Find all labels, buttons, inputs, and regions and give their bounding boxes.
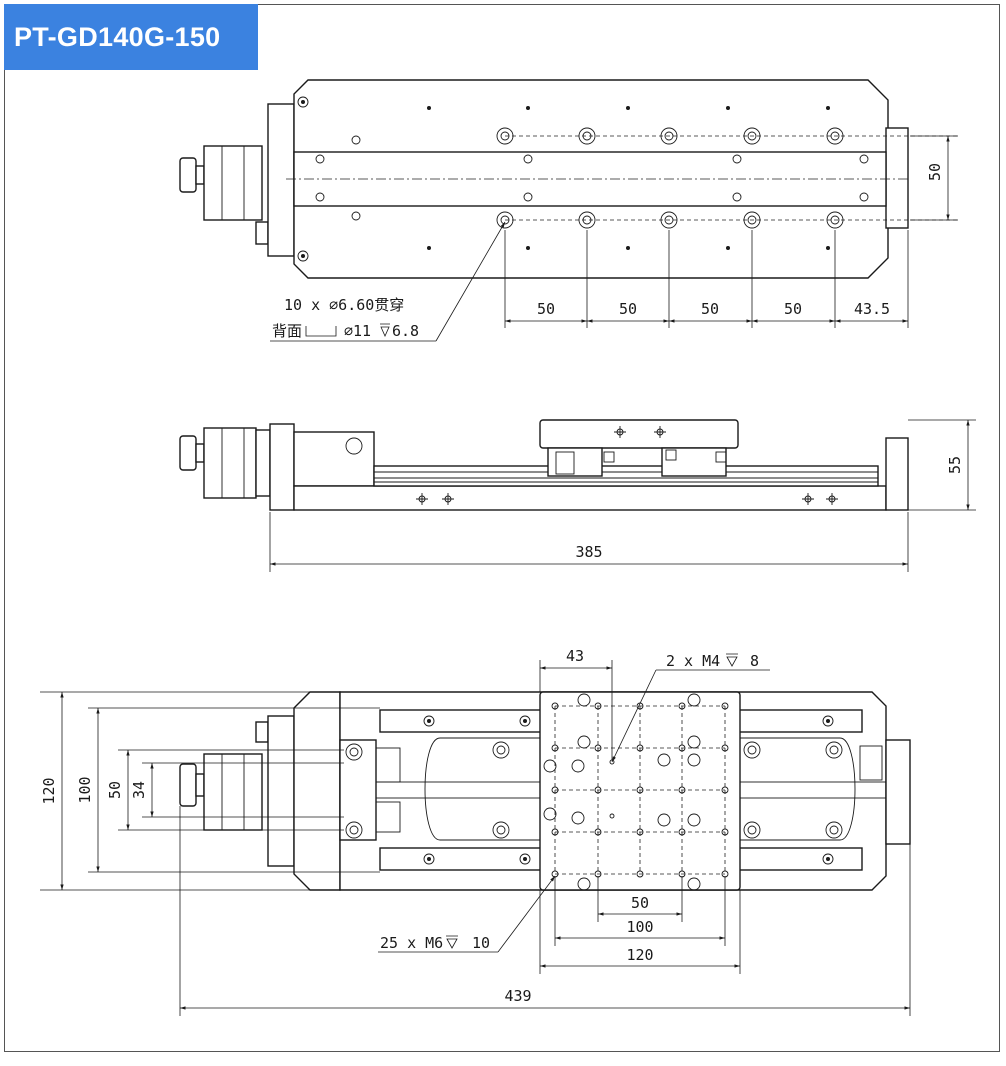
- top-vertical-dim: 50: [910, 135, 958, 221]
- note-m6-depth: 10: [472, 934, 490, 952]
- side-crosses: [416, 426, 838, 505]
- bottom-view: 43 2 x M4 8 25 x M6 10 50 100 120 439: [40, 647, 911, 1016]
- mount-holes: [496, 127, 844, 229]
- dim-bottom-50: 50: [631, 894, 649, 912]
- dim-bottom-length: 439: [504, 987, 531, 1005]
- note-m4-depth: 8: [750, 652, 759, 670]
- hole-note: 10 x ∅6.60贯穿 背面 ∅11 6.8: [270, 221, 506, 342]
- dim-side-height: 55: [946, 456, 964, 474]
- note-m4: 2 x M4: [666, 652, 720, 670]
- dim-top-3: 50: [701, 300, 719, 318]
- dim-top-4: 50: [784, 300, 802, 318]
- hole-note-line2b: ∅11: [344, 322, 371, 340]
- hole-note-line1: 10 x ∅6.60贯穿: [284, 296, 404, 314]
- dim-top-side: 50: [926, 163, 944, 181]
- note-m6: 25 x M6: [380, 934, 443, 952]
- carriage-holes: [543, 693, 729, 891]
- dim-top-1: 50: [537, 300, 555, 318]
- title-badge: PT-GD140G-150: [4, 4, 258, 70]
- hole-note-line2c: 6.8: [392, 322, 419, 340]
- vdim-34: 34: [130, 781, 148, 799]
- dim-top-2: 50: [619, 300, 637, 318]
- top-horizontal-dims: 50 50 50 50 43.5: [504, 230, 909, 328]
- dim-top-5: 43.5: [854, 300, 890, 318]
- side-view: 55 385: [179, 419, 976, 572]
- drawing-frame: [4, 4, 1000, 1052]
- dim-side-length: 385: [575, 543, 602, 561]
- title-text: PT-GD140G-150: [14, 21, 221, 52]
- small-screws: [297, 96, 869, 262]
- vdim-50: 50: [106, 781, 124, 799]
- top-view: 50 50 50 50 43.5 50 10 x ∅6.60贯穿 背面 ∅11 …: [179, 79, 958, 342]
- hole-note-line2a: 背面: [272, 322, 302, 340]
- dim-bottom-100: 100: [626, 918, 653, 936]
- dim-bottom-43: 43: [566, 647, 584, 665]
- vdim-100: 100: [76, 776, 94, 803]
- dim-bottom-120: 120: [626, 946, 653, 964]
- vdim-120: 120: [40, 777, 58, 804]
